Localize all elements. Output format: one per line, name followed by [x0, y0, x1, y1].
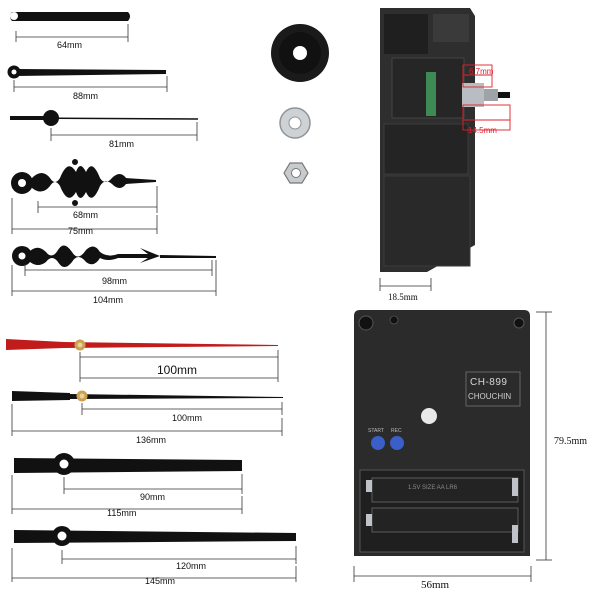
hand-1-dimension [15, 24, 129, 42]
hand-1 [10, 12, 130, 21]
metal-washer [279, 107, 311, 139]
hand-9-length-total: 145mm [145, 576, 176, 586]
shaft-dimensions [462, 64, 511, 131]
back-width-label: 56mm [421, 579, 450, 591]
hand-5-length-total: 104mm [93, 295, 124, 305]
hand-4-length-total: 75mm [68, 226, 94, 236]
hand-9-length-inner: 120mm [176, 561, 207, 571]
hand-6 [6, 339, 278, 351]
hand-8-length-total: 115mm [107, 508, 137, 518]
side-width-label: 18.5mm [388, 292, 418, 302]
hand-8 [14, 453, 242, 475]
rec-button-label: REC [391, 428, 402, 434]
back-height-label: 79.5mm [554, 436, 588, 447]
hand-2-length: 88mm [73, 91, 99, 101]
hand-6-dimension [79, 350, 279, 382]
hand-3 [9, 110, 199, 126]
hand-7-dimension [11, 402, 283, 436]
back-width-dimension [353, 566, 532, 582]
hand-6-length: 100mm [157, 363, 198, 377]
hex-nut [283, 162, 309, 184]
hand-8-dimension [11, 474, 243, 514]
hand-2 [7, 65, 166, 79]
hand-7-length-inner: 100mm [172, 413, 203, 423]
movement-back-view [354, 310, 530, 556]
shaft-bottom-dimension: 14.5mm [468, 126, 497, 135]
rubber-washer [271, 24, 329, 82]
hand-5-dimension [11, 260, 217, 296]
hand-4-dimension [11, 186, 158, 234]
side-width-dimension [379, 278, 432, 291]
hand-1-length: 64mm [57, 40, 83, 50]
hand-5 [12, 245, 216, 267]
hand-3-length: 81mm [109, 139, 135, 149]
hand-9-dimension [11, 546, 297, 582]
hand-7 [12, 390, 283, 402]
brand-label: CHOUCHIN [468, 392, 512, 401]
model-label: CH-899 [470, 377, 508, 388]
hand-2-dimension [13, 76, 168, 92]
shaft-top-dimension: 6.7mm [469, 67, 494, 76]
battery-spec-label: 1.5V SIZE AA LR6 [408, 485, 458, 491]
hand-9 [14, 526, 296, 546]
start-button-label: START [368, 428, 384, 434]
hand-8-length-inner: 90mm [140, 492, 166, 502]
hand-5-length-inner: 98mm [102, 276, 128, 286]
hand-4 [11, 159, 156, 206]
hand-4-length-inner: 68mm [73, 210, 99, 220]
movement-side-view [380, 8, 510, 272]
hand-3-dimension [50, 122, 198, 141]
hand-7-length-total: 136mm [136, 435, 167, 445]
back-height-dimension [536, 311, 552, 561]
